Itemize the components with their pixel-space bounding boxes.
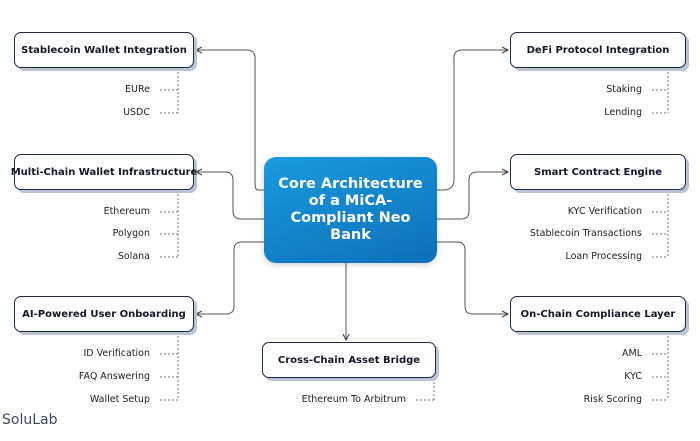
item-eure: EURe: [125, 84, 150, 95]
node-stablecoin-wallet: Stablecoin Wallet Integration: [14, 32, 194, 68]
item-usdc: USDC: [123, 107, 150, 118]
connector-multichain: [196, 172, 264, 220]
item-wallet-setup: Wallet Setup: [89, 394, 150, 405]
node-title: Cross-Chain Asset Bridge: [277, 354, 421, 366]
node-ai-onboarding: AI-Powered User Onboarding: [14, 296, 194, 332]
center-title: Core Architecture of a MiCA-Compliant Ne…: [278, 176, 423, 243]
node-title: Multi-Chain Wallet Infrastructure: [10, 166, 198, 178]
item-kyc-verification: KYC Verification: [567, 206, 642, 217]
brand-label: SoluLab: [2, 412, 58, 428]
item-lending: Lending: [604, 107, 642, 118]
node-multichain-wallet: Multi-Chain Wallet Infrastructure: [11, 154, 197, 190]
item-solana: Solana: [117, 251, 150, 262]
node-title: Smart Contract Engine: [534, 166, 662, 178]
node-title: Stablecoin Wallet Integration: [21, 44, 187, 56]
item-risk-scoring: Risk Scoring: [583, 394, 642, 405]
item-loan-processing: Loan Processing: [565, 251, 642, 262]
item-faq-answering: FAQ Answering: [78, 371, 150, 382]
item-ethereum-to-arbitrum: Ethereum To Arbitrum: [301, 394, 406, 405]
center-node: Core Architecture of a MiCA-Compliant Ne…: [264, 157, 437, 263]
node-cross-chain-bridge: Cross-Chain Asset Bridge: [262, 342, 436, 378]
connector-smartcontract: [437, 172, 508, 220]
item-id-verification: ID Verification: [83, 348, 150, 359]
connector-compliance: [437, 241, 508, 314]
item-ethereum: Ethereum: [103, 206, 150, 217]
node-title: DeFi Protocol Integration: [526, 44, 670, 56]
item-staking: Staking: [606, 84, 642, 95]
node-title: On-Chain Compliance Layer: [520, 308, 676, 320]
item-polygon: Polygon: [112, 228, 150, 239]
node-defi-protocol: DeFi Protocol Integration: [510, 32, 686, 68]
item-stablecoin-transactions: Stablecoin Transactions: [529, 228, 642, 239]
node-smart-contract-engine: Smart Contract Engine: [510, 154, 686, 190]
connector-onboarding: [196, 241, 264, 314]
item-aml: AML: [622, 348, 642, 359]
connector-defi: [437, 50, 508, 191]
node-onchain-compliance: On-Chain Compliance Layer: [510, 296, 686, 332]
connector-stablecoin: [196, 50, 264, 191]
node-title: AI-Powered User Onboarding: [22, 308, 186, 320]
item-kyc: KYC: [624, 371, 642, 382]
